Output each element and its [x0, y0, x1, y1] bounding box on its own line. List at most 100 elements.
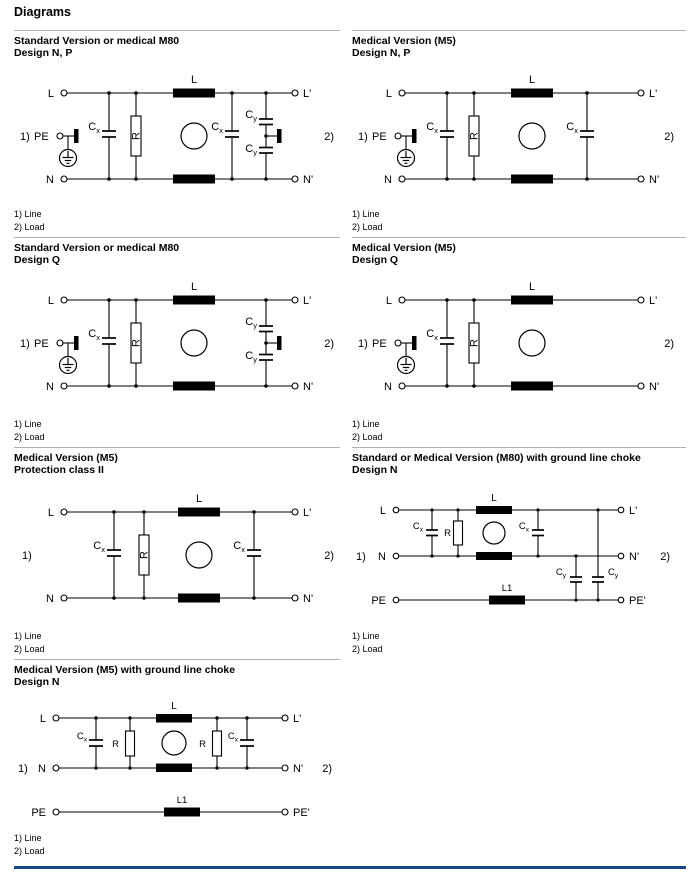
neutral-out-label: N' — [629, 551, 639, 563]
neutral-out-terminal — [291, 175, 299, 183]
pe-label: PE — [34, 131, 49, 143]
cy-label: Cy — [245, 143, 257, 157]
caption-line1: Medical Version (M5) — [352, 242, 456, 254]
common-mode-choke: L — [173, 74, 215, 184]
line-out-label: L' — [629, 505, 637, 517]
neutral-in-terminal — [398, 175, 406, 183]
choke-winding — [156, 714, 192, 723]
cx-capacitor: Cx — [77, 716, 103, 770]
resistor-label: R — [131, 339, 143, 347]
resistor-body — [211, 730, 223, 757]
line-note-label: 1) — [20, 338, 30, 350]
footnote-load: 2) Load — [352, 221, 383, 232]
line-out-terminal — [281, 714, 289, 722]
pe-terminal — [52, 808, 60, 816]
cx-label: Cx — [88, 121, 100, 135]
caption-line2: Design N — [14, 676, 60, 688]
pe-label: PE — [372, 338, 387, 350]
cx-label: Cx — [233, 540, 245, 554]
choke-winding — [489, 595, 525, 605]
load-note-label: 2) — [324, 338, 334, 350]
choke-label: L — [529, 281, 535, 293]
pe-terminal — [56, 132, 64, 140]
line-note-label: 1) — [356, 551, 366, 563]
cy-capacitor: Cy — [592, 508, 619, 602]
panel-caption: Standard or Medical Version (M80) with g… — [352, 448, 686, 476]
panel-ground-choke-m5: Medical Version (M5) with ground line ch… — [14, 659, 340, 861]
cx-label: Cx — [426, 328, 438, 342]
line-in-label: L — [48, 88, 54, 100]
caption-line1: Medical Version (M5) — [14, 452, 118, 464]
cy-capacitors: Cy Cy — [245, 91, 282, 181]
choke-core — [180, 329, 208, 357]
cx-label: Cx — [77, 731, 88, 744]
choke-winding — [511, 381, 553, 391]
neutral-in-terminal — [398, 382, 406, 390]
cx-capacitor: Cx — [413, 508, 438, 558]
caption-line2: Protection class II — [14, 464, 104, 476]
choke-winding — [476, 552, 512, 560]
common-mode-choke: L — [178, 493, 220, 603]
footnotes: 1) Line 2) Load — [352, 418, 383, 443]
cx-label: Cx — [228, 731, 239, 744]
choke-core — [518, 122, 546, 150]
neutral-out-label: N' — [303, 381, 313, 393]
footnote-line: 1) Line — [352, 419, 380, 429]
cx-capacitor: Cx — [228, 716, 254, 770]
panel-caption: Medical Version (M5) Protection class II — [14, 448, 340, 476]
ground-icon — [58, 343, 78, 375]
panel-caption: Medical Version (M5) Design Q — [352, 238, 686, 266]
pe-out-label: PE' — [629, 595, 646, 607]
line-note-label: 1) — [22, 550, 32, 562]
line-in-label: L — [40, 713, 46, 725]
panel-medical-np: Medical Version (M5) Design N, P L L' N … — [352, 30, 686, 237]
resistor-body — [124, 730, 136, 757]
line-out-label: L' — [293, 713, 301, 725]
neutral-out-terminal — [617, 552, 625, 560]
discharge-resistor: R — [130, 298, 143, 388]
neutral-out-terminal — [281, 764, 289, 772]
line-note-label: 1) — [358, 131, 368, 143]
caption-line2: Design Q — [352, 254, 399, 266]
panel-medical-class2: Medical Version (M5) Protection class II… — [14, 447, 340, 659]
common-mode-choke: L — [511, 74, 553, 184]
cx-capacitor: Cx — [519, 508, 544, 558]
caption-line2: Design N, P — [352, 47, 411, 59]
resistor-label: R — [131, 132, 143, 140]
line-out-label: L' — [303, 88, 311, 100]
neutral-out-terminal — [291, 382, 299, 390]
line-note-label: 1) — [358, 338, 368, 350]
discharge-resistor: R — [130, 91, 143, 181]
line-out-terminal — [291, 508, 299, 516]
chassis-bar — [277, 336, 282, 350]
neutral-out-terminal — [291, 594, 299, 602]
choke-winding — [178, 593, 220, 603]
ground-line-choke: L1 — [164, 795, 200, 817]
footnotes: 1) Line 2) Load — [14, 418, 45, 443]
line-out-terminal — [637, 296, 645, 304]
chassis-bar — [74, 129, 79, 143]
neutral-conductor: 1) N N' 2) — [356, 551, 670, 563]
neutral-in-label: N — [378, 551, 386, 563]
pe-label: PE — [34, 338, 49, 350]
footnote-line: 1) Line — [14, 833, 42, 843]
resistor-label: R — [112, 739, 119, 750]
pe-terminal — [392, 596, 400, 604]
discharge-resistor: R — [468, 91, 481, 181]
cx-label: Cx — [413, 521, 424, 534]
footnotes: 1) Line 2) Load — [352, 630, 383, 655]
neutral-in-terminal — [392, 552, 400, 560]
line-note-label: 1) — [20, 131, 30, 143]
line-in-terminal — [60, 508, 68, 516]
choke-core — [161, 730, 187, 756]
neutral-in-label: N — [46, 593, 54, 605]
footnote-load: 2) Load — [352, 431, 383, 442]
cx-label: Cx — [566, 121, 578, 135]
line-in-terminal — [392, 506, 400, 514]
circuit-diagram: L L' N N' 1) PE — [20, 281, 334, 393]
cx-label: Cx — [519, 521, 530, 534]
footnote-load: 2) Load — [352, 643, 383, 654]
ground-choke-label: L1 — [177, 795, 188, 806]
footnotes: 1) Line 2) Load — [14, 832, 45, 857]
panel-medical-q: Medical Version (M5) Design Q L L' N N' … — [352, 237, 686, 447]
